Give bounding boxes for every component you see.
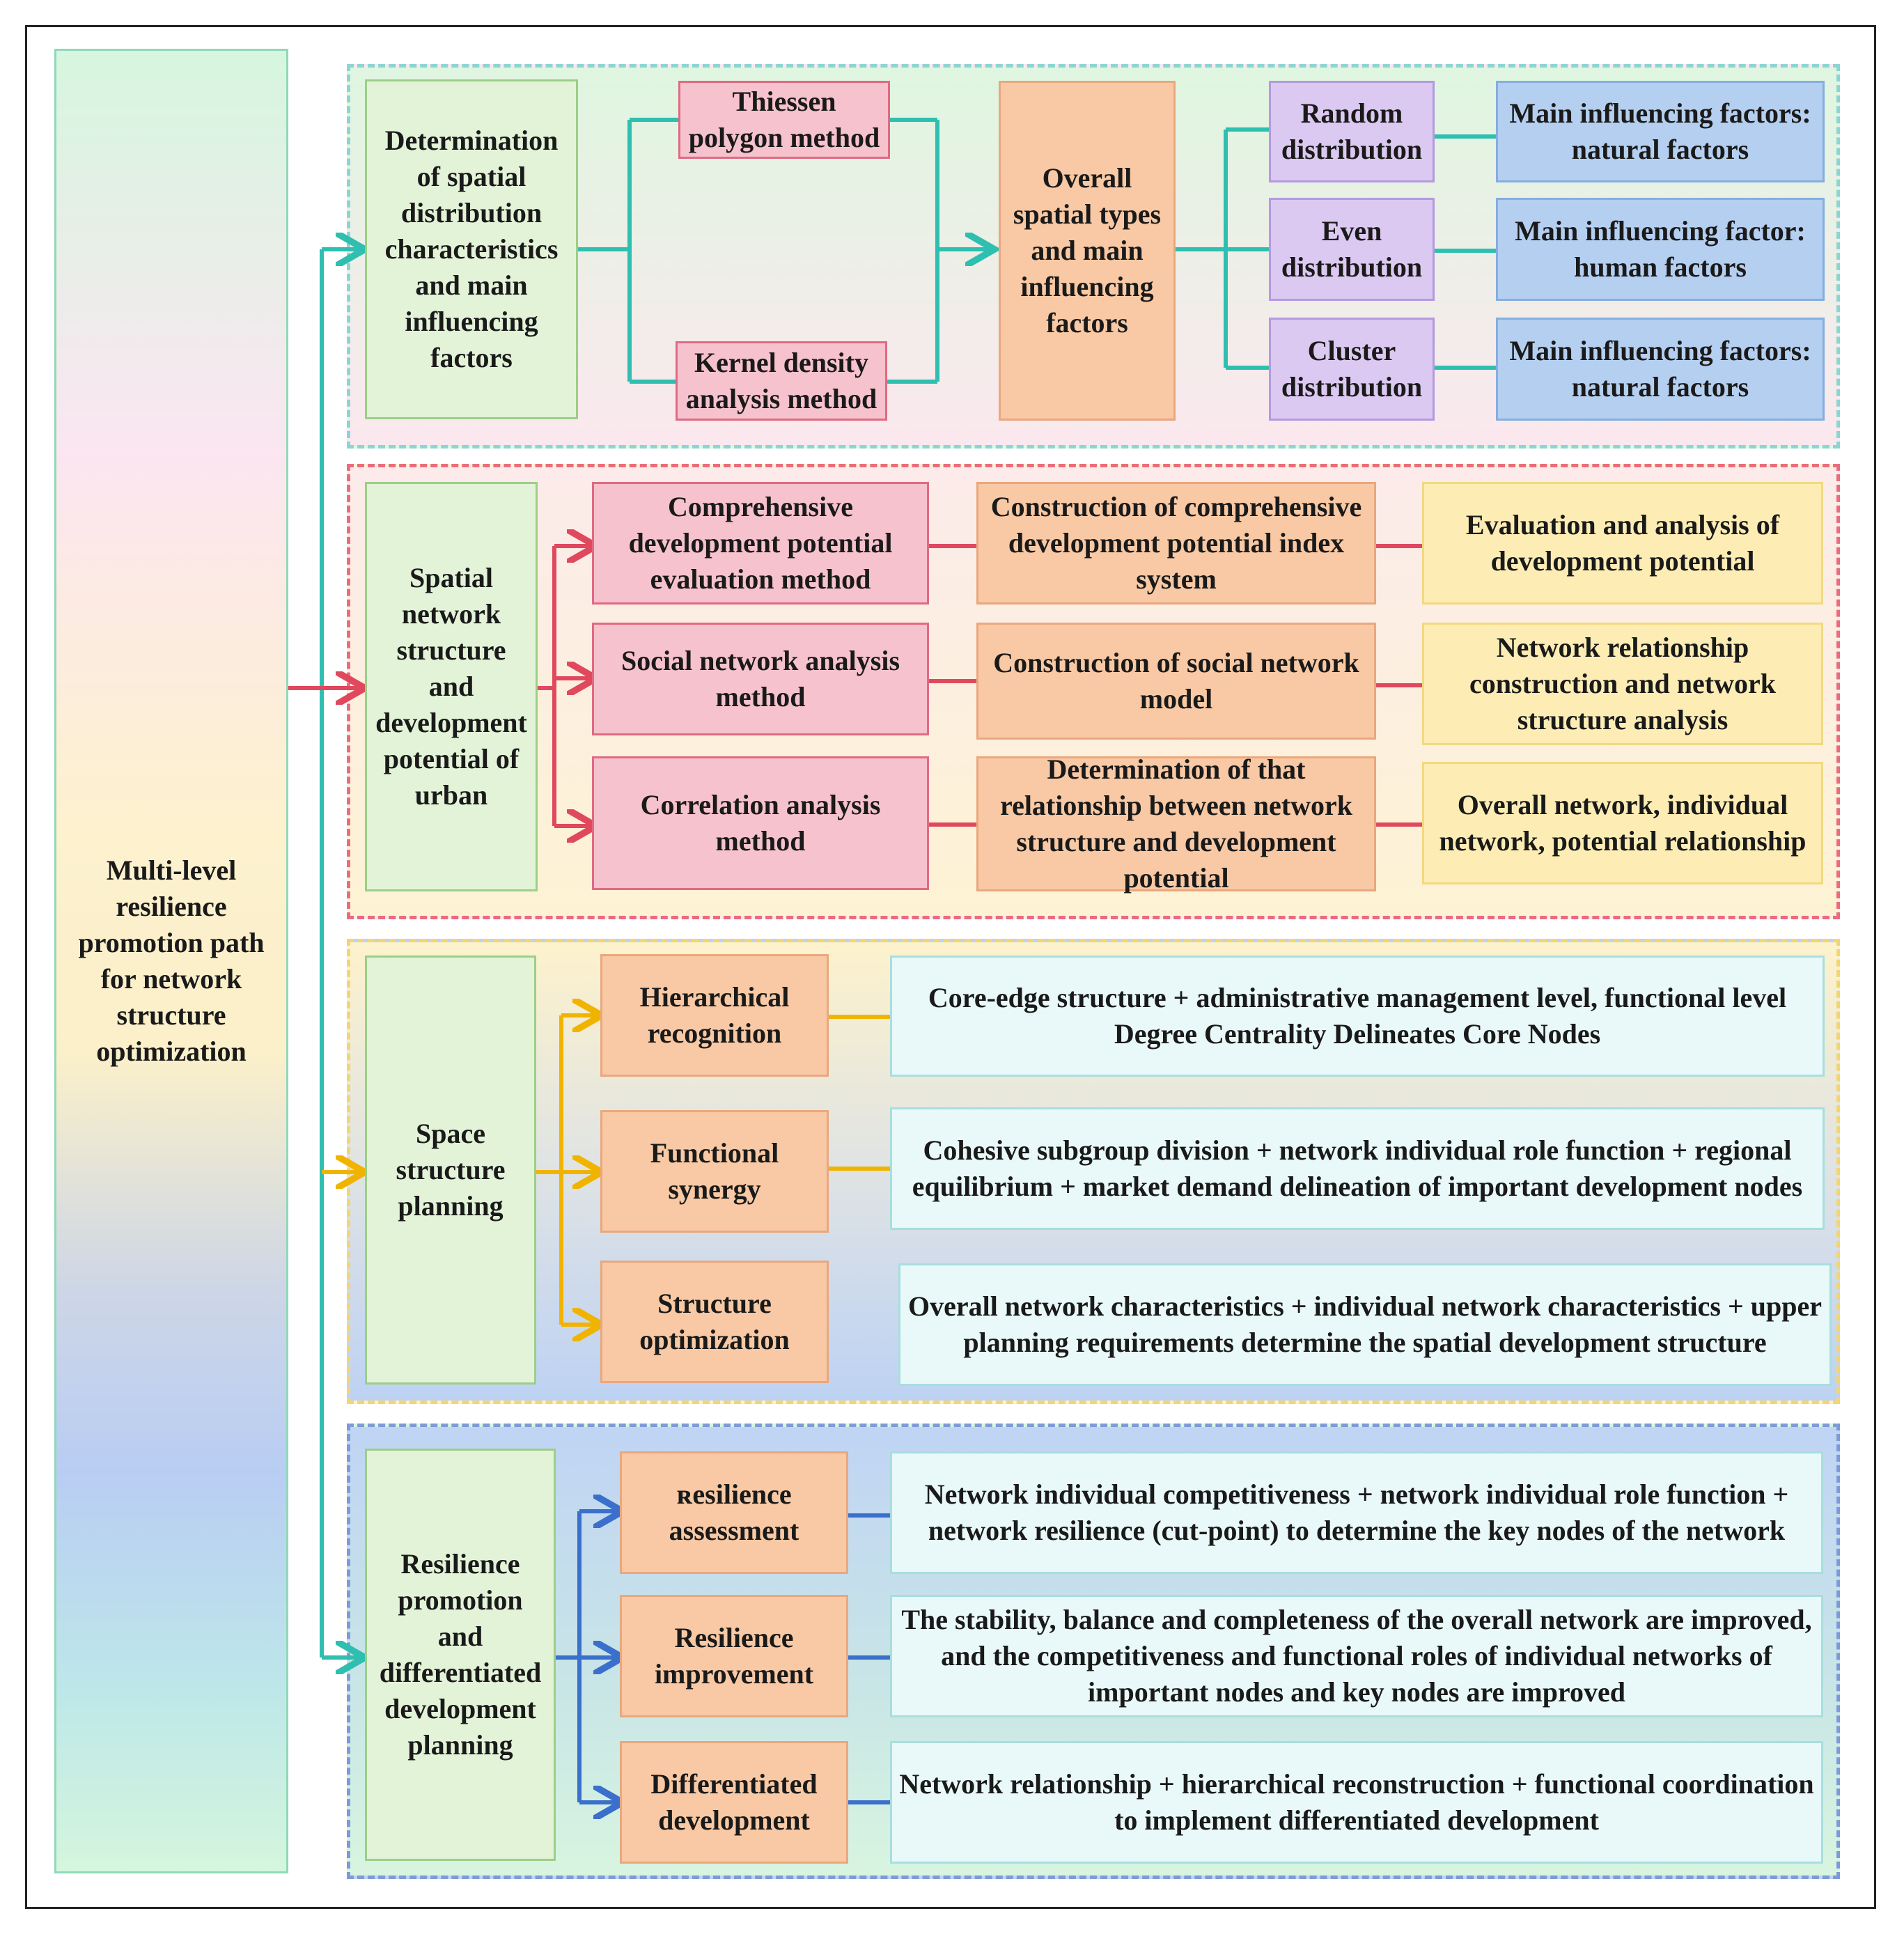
diagram-frame [25,25,1876,1909]
thiessen-method: Thiessen polygon method [678,81,890,159]
structure-detail: Overall network characteristics + indivi… [898,1263,1832,1386]
construction-social-network-model: Construction of social network model [976,623,1376,740]
correlation-analysis-method: Correlation analysis method [592,756,929,890]
construction-potential-index: Construction of comprehensive developmen… [976,482,1376,605]
improvement-detail: The stability, balance and completeness … [890,1595,1823,1717]
social-network-analysis-method: Social network analysis method [592,623,929,735]
network-relationship-analysis: Network relationship construction and ne… [1422,623,1823,745]
cluster-distribution: Cluster distribution [1269,318,1435,421]
overall-network-relationship: Overall network, individual network, pot… [1422,762,1823,884]
root-node: Multi-level resilience promotion path fo… [54,49,288,1873]
comprehensive-evaluation-method: Comprehensive development potential eval… [592,482,929,605]
random-distribution: Random distribution [1269,81,1435,182]
structure-optimization: Structure optimization [600,1261,829,1383]
evaluation-development-potential: Evaluation and analysis of development p… [1422,482,1823,605]
hierarchical-detail: Core-edge structure + administrative man… [890,956,1825,1077]
factor-human: Main influencing factor: human factors [1496,198,1825,301]
differentiated-development: Differentiated development [620,1741,848,1864]
factor-natural-1: Main influencing factors: natural factor… [1496,81,1825,182]
section2-title: Spatial network structure and developmen… [365,482,538,891]
kernel-density-method: Kernel density analysis method [676,341,887,421]
assessment-detail: Network individual competitiveness + net… [890,1451,1823,1574]
section4-title: Resilience promotion and differentiated … [365,1449,556,1861]
functional-synergy: Functional synergy [600,1110,829,1233]
section1-title: Determination of spatial distribution ch… [365,79,578,419]
resilience-improvement: Resilience improvement [620,1595,848,1717]
functional-detail: Cohesive subgroup division + network ind… [890,1107,1825,1230]
differentiated-detail: Network relationship + hierarchical reco… [890,1741,1823,1864]
overall-spatial-types: Overall spatial types and main influenci… [999,81,1176,421]
factor-natural-2: Main influencing factors: natural factor… [1496,318,1825,421]
determination-relationship: Determination of that relationship betwe… [976,754,1376,894]
resilience-assessment: ʀesilience assessment [620,1451,848,1574]
even-distribution: Even distribution [1269,198,1435,301]
hierarchical-recognition: Hierarchical recognition [600,954,829,1077]
section3-title: Space structure planning [365,956,536,1385]
